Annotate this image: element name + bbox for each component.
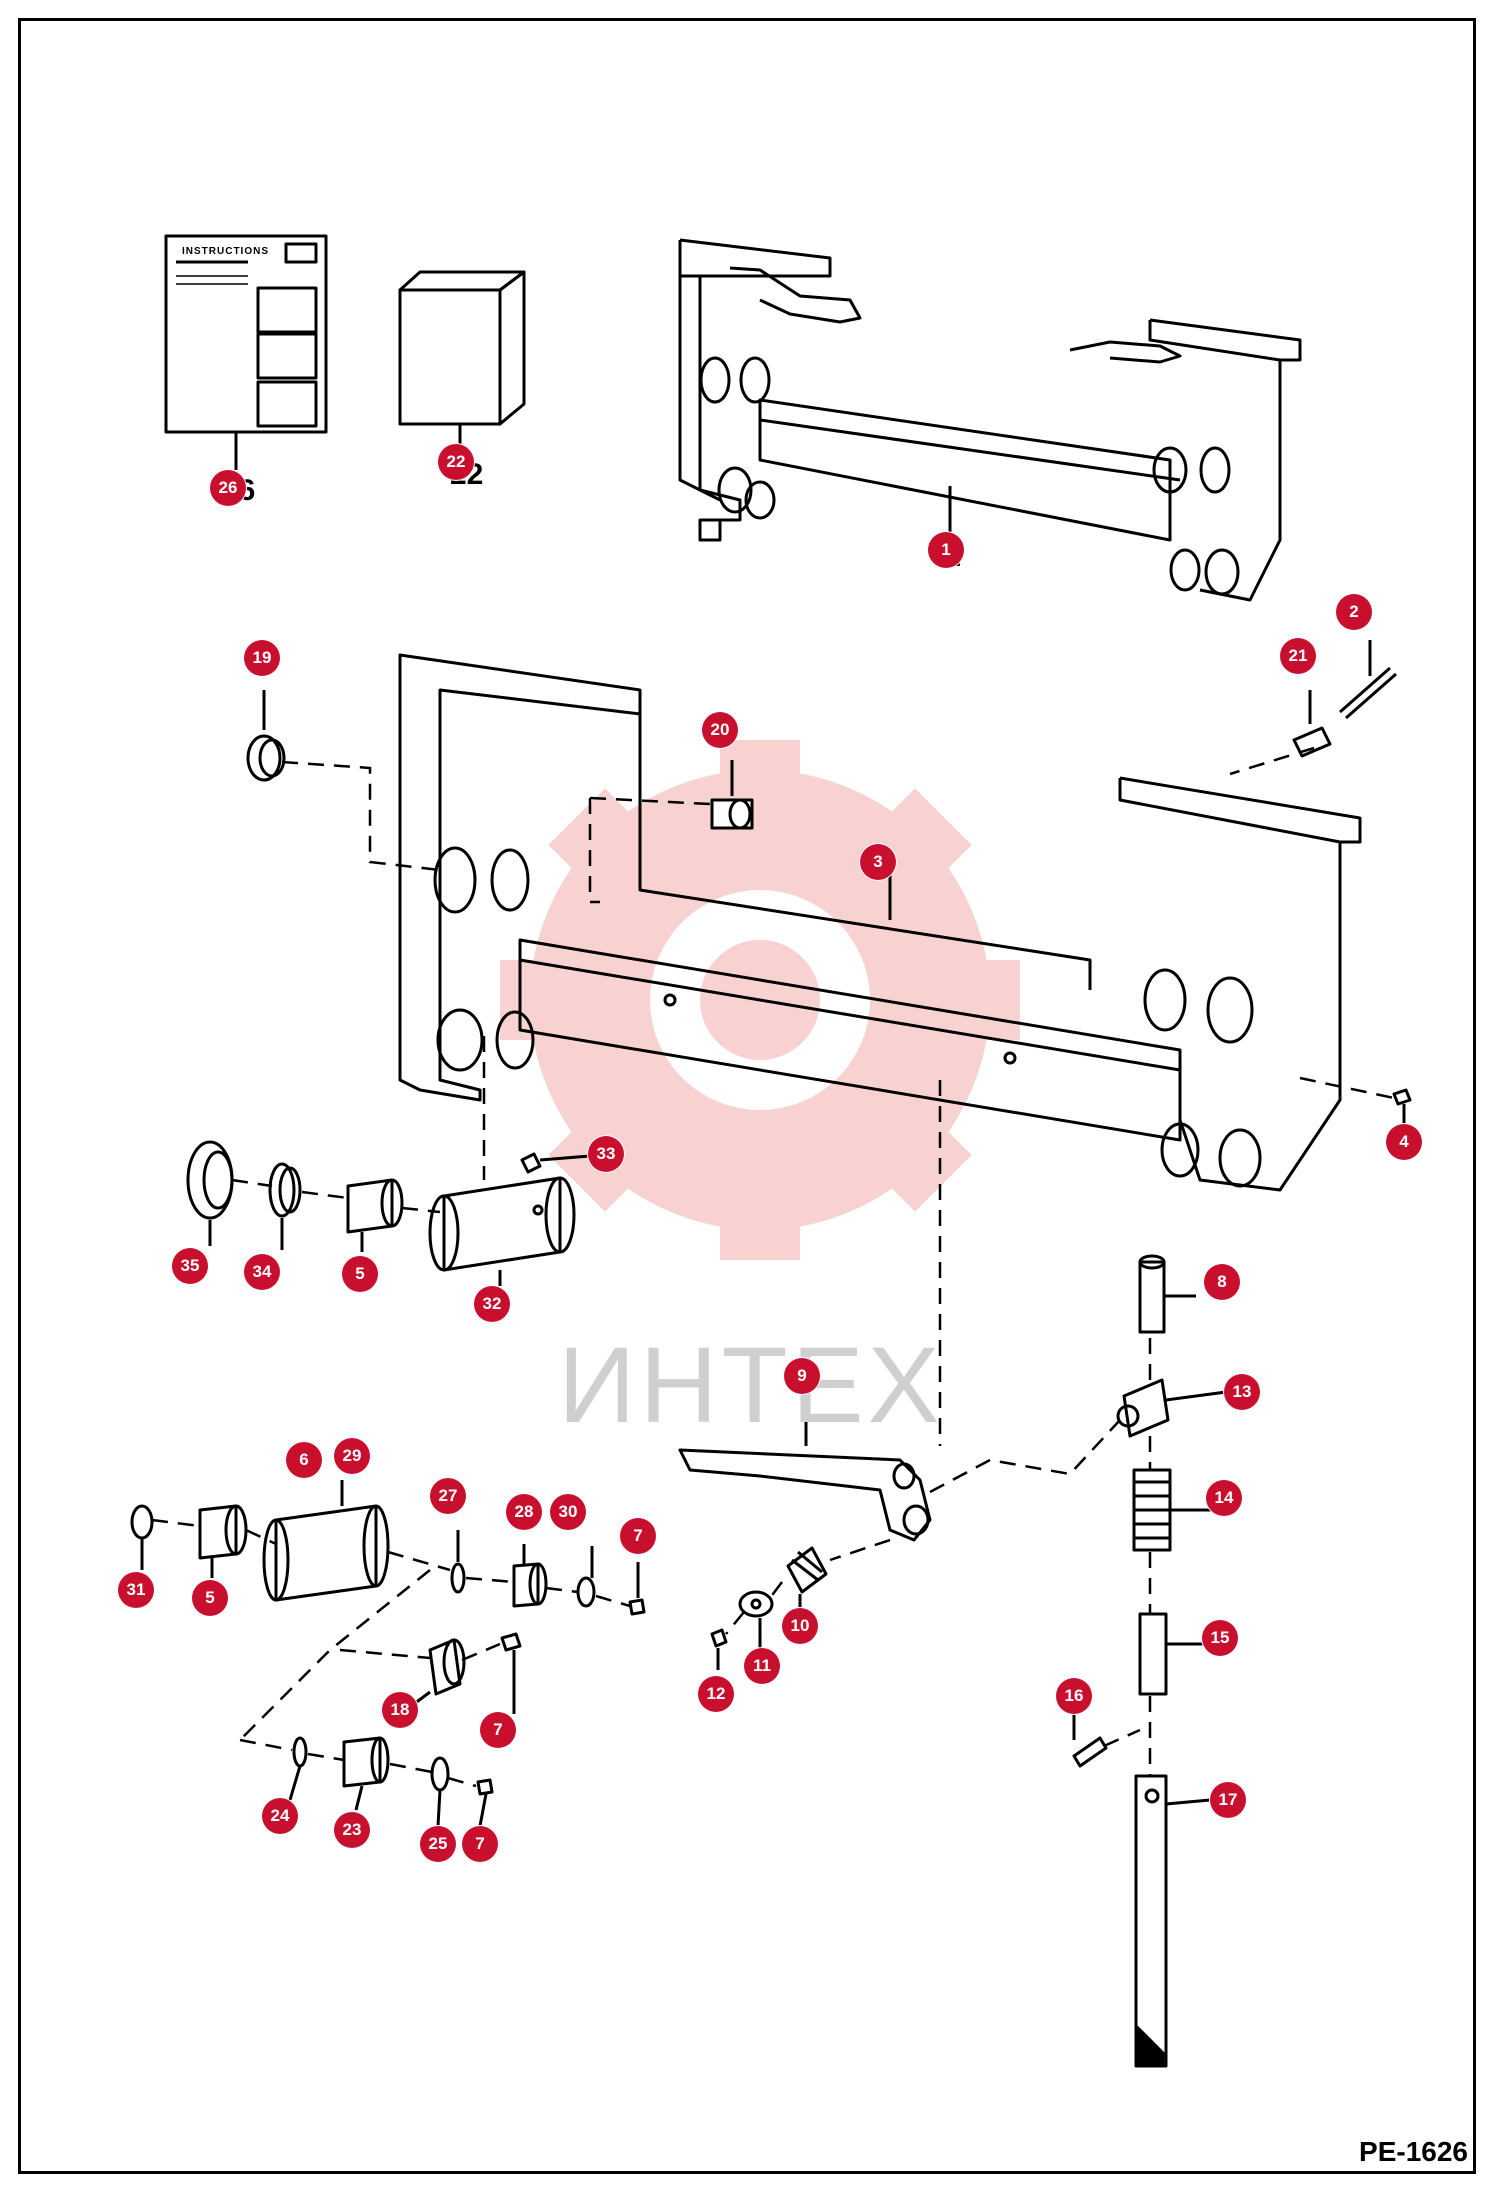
callout-32[interactable]: 32 [474,1286,510,1322]
callout-13[interactable]: 13 [1224,1374,1260,1410]
callout-7[interactable]: 7 [480,1712,516,1748]
callout-4[interactable]: 4 [1386,1124,1422,1160]
callout-21[interactable]: 21 [1280,638,1316,674]
callout-1[interactable]: 1 [928,532,964,568]
callout-8[interactable]: 8 [1204,1264,1240,1300]
callout-17[interactable]: 17 [1210,1782,1246,1818]
callout-25[interactable]: 25 [420,1826,456,1862]
callout-3[interactable]: 3 [860,844,896,880]
callout-35[interactable]: 35 [172,1248,208,1284]
callout-10[interactable]: 10 [782,1608,818,1644]
instructions-heading: INSTRUCTIONS [182,246,269,257]
callout-12[interactable]: 12 [698,1676,734,1712]
callout-14[interactable]: 14 [1206,1480,1242,1516]
callout-26[interactable]: 26 [210,470,246,506]
callout-7[interactable]: 7 [462,1826,498,1862]
callout-33[interactable]: 33 [588,1136,624,1172]
callout-18[interactable]: 18 [382,1692,418,1728]
callout-6[interactable]: 6 [286,1442,322,1478]
callout-28[interactable]: 28 [506,1494,542,1530]
callout-2[interactable]: 2 [1336,594,1372,630]
callout-15[interactable]: 15 [1202,1620,1238,1656]
callout-30[interactable]: 30 [550,1494,586,1530]
callout-19[interactable]: 19 [244,640,280,676]
callout-5[interactable]: 5 [342,1256,378,1292]
callout-27[interactable]: 27 [430,1478,466,1514]
border-frame [18,18,1476,2174]
callout-34[interactable]: 34 [244,1254,280,1290]
callout-20[interactable]: 20 [702,712,738,748]
callout-24[interactable]: 24 [262,1798,298,1834]
callout-29[interactable]: 29 [334,1438,370,1474]
callout-22[interactable]: 22 [438,444,474,480]
callout-7[interactable]: 7 [620,1518,656,1554]
drawing-id: PE-1626 [1359,2136,1468,2167]
callout-11[interactable]: 11 [744,1648,780,1684]
callout-5[interactable]: 5 [192,1580,228,1616]
callout-31[interactable]: 31 [118,1572,154,1608]
watermark-text: ИНТЕХ [558,1324,944,1445]
callout-23[interactable]: 23 [334,1812,370,1848]
callout-9[interactable]: 9 [784,1358,820,1394]
callout-16[interactable]: 16 [1056,1678,1092,1714]
